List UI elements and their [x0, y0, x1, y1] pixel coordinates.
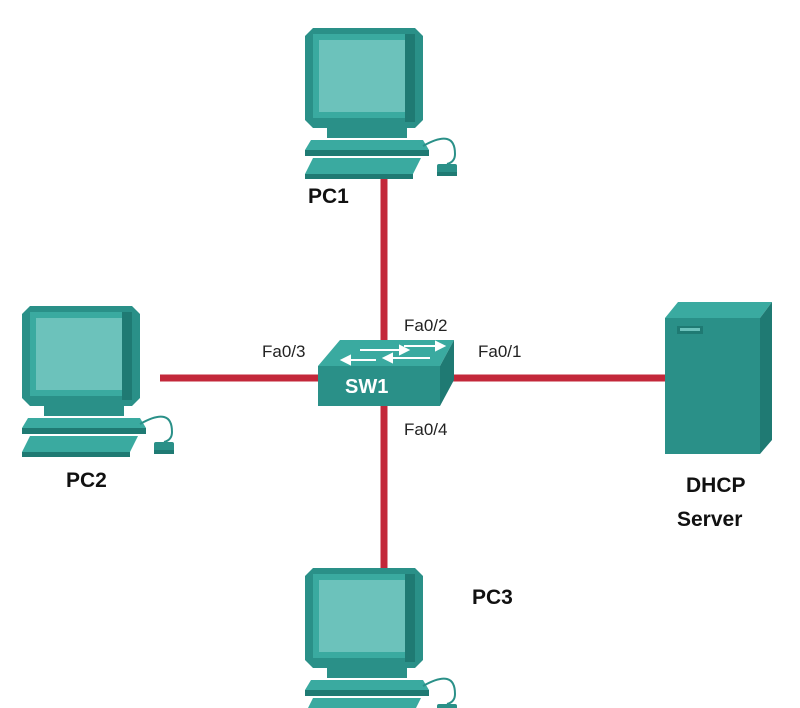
pc1-label: PC1 [308, 185, 349, 208]
pc1[interactable]: PC1 [304, 27, 458, 208]
switch-label: SW1 [345, 376, 388, 398]
pc-icon [304, 567, 458, 708]
dhcp-server-label-line1: DHCP [686, 474, 746, 497]
dhcp-server-label-line2: Server [677, 508, 742, 531]
port-label-fa04: Fa0/4 [404, 420, 447, 439]
pc3-label: PC3 [472, 586, 513, 609]
switch-icon [318, 340, 454, 406]
pc2-label: PC2 [66, 469, 107, 492]
pc-icon [21, 305, 175, 458]
pc2[interactable]: PC2 [21, 305, 175, 492]
port-label-fa01: Fa0/1 [478, 342, 521, 361]
port-labels: Fa0/2 Fa0/3 Fa0/1 Fa0/4 [262, 316, 521, 439]
server-icon [665, 302, 772, 454]
switch-sw1[interactable]: SW1 [318, 340, 454, 406]
port-label-fa03: Fa0/3 [262, 342, 305, 361]
port-label-fa02: Fa0/2 [404, 316, 447, 335]
pc3[interactable]: PC3 [304, 567, 513, 708]
pc-icon [304, 27, 458, 180]
dhcp-server[interactable]: DHCP Server [665, 302, 772, 531]
